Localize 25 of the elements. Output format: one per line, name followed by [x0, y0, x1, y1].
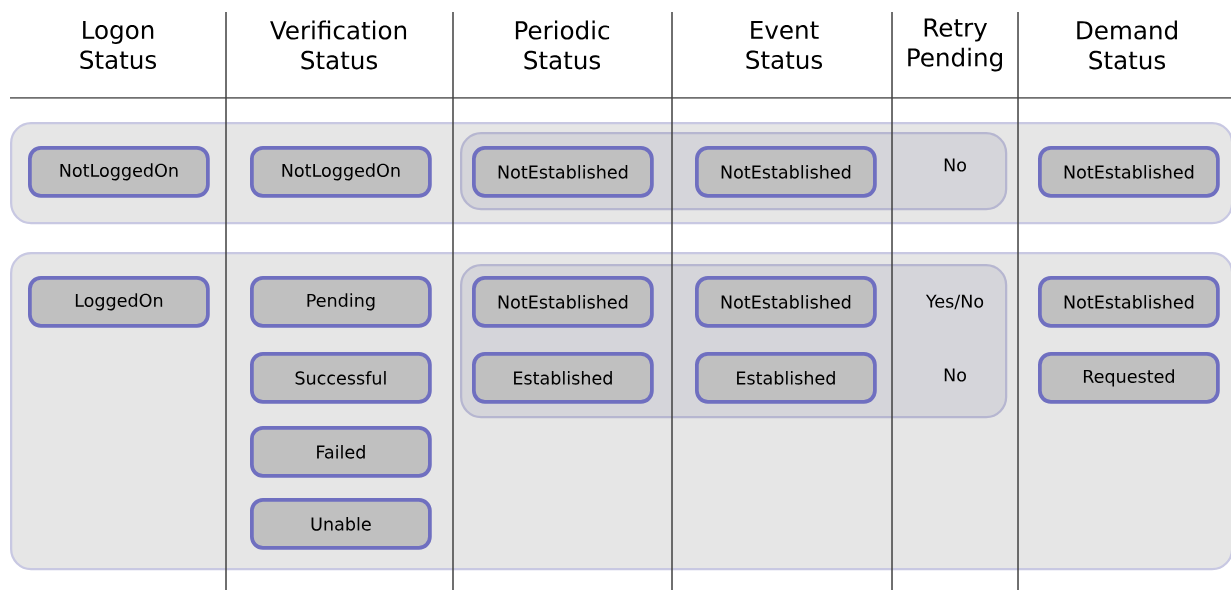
- status-pill: NotEstablished: [1038, 276, 1220, 328]
- column-header: Retry Pending: [908, 18, 1002, 72]
- status-pill: Failed: [250, 426, 432, 478]
- column-header: Logon Status: [80, 20, 157, 70]
- status-pill: NotEstablished: [1038, 146, 1220, 198]
- column-header: Event Status: [746, 20, 823, 70]
- status-pill: Successful: [250, 352, 432, 404]
- status-pill: NotEstablished: [695, 276, 877, 328]
- status-pill: NotEstablished: [472, 276, 654, 328]
- status-pill: LoggedOn: [28, 276, 210, 328]
- status-pill: NotEstablished: [472, 146, 654, 198]
- status-text: Yes/No: [925, 294, 984, 310]
- status-text: No: [944, 158, 966, 172]
- status-pill: Pending: [250, 276, 432, 328]
- status-pill: Established: [695, 352, 877, 404]
- status-pill: Requested: [1038, 352, 1220, 404]
- status-pill: Established: [472, 352, 654, 404]
- column-header: Demand Status: [1077, 20, 1177, 70]
- status-pill: NotLoggedOn: [250, 146, 432, 198]
- status-pill: Unable: [250, 498, 432, 550]
- status-pill: NotEstablished: [695, 146, 877, 198]
- status-pill: NotLoggedOn: [28, 146, 210, 198]
- column-header: Periodic Status: [515, 20, 610, 70]
- status-text: No: [944, 368, 966, 382]
- column-header: Verification Status: [270, 20, 407, 70]
